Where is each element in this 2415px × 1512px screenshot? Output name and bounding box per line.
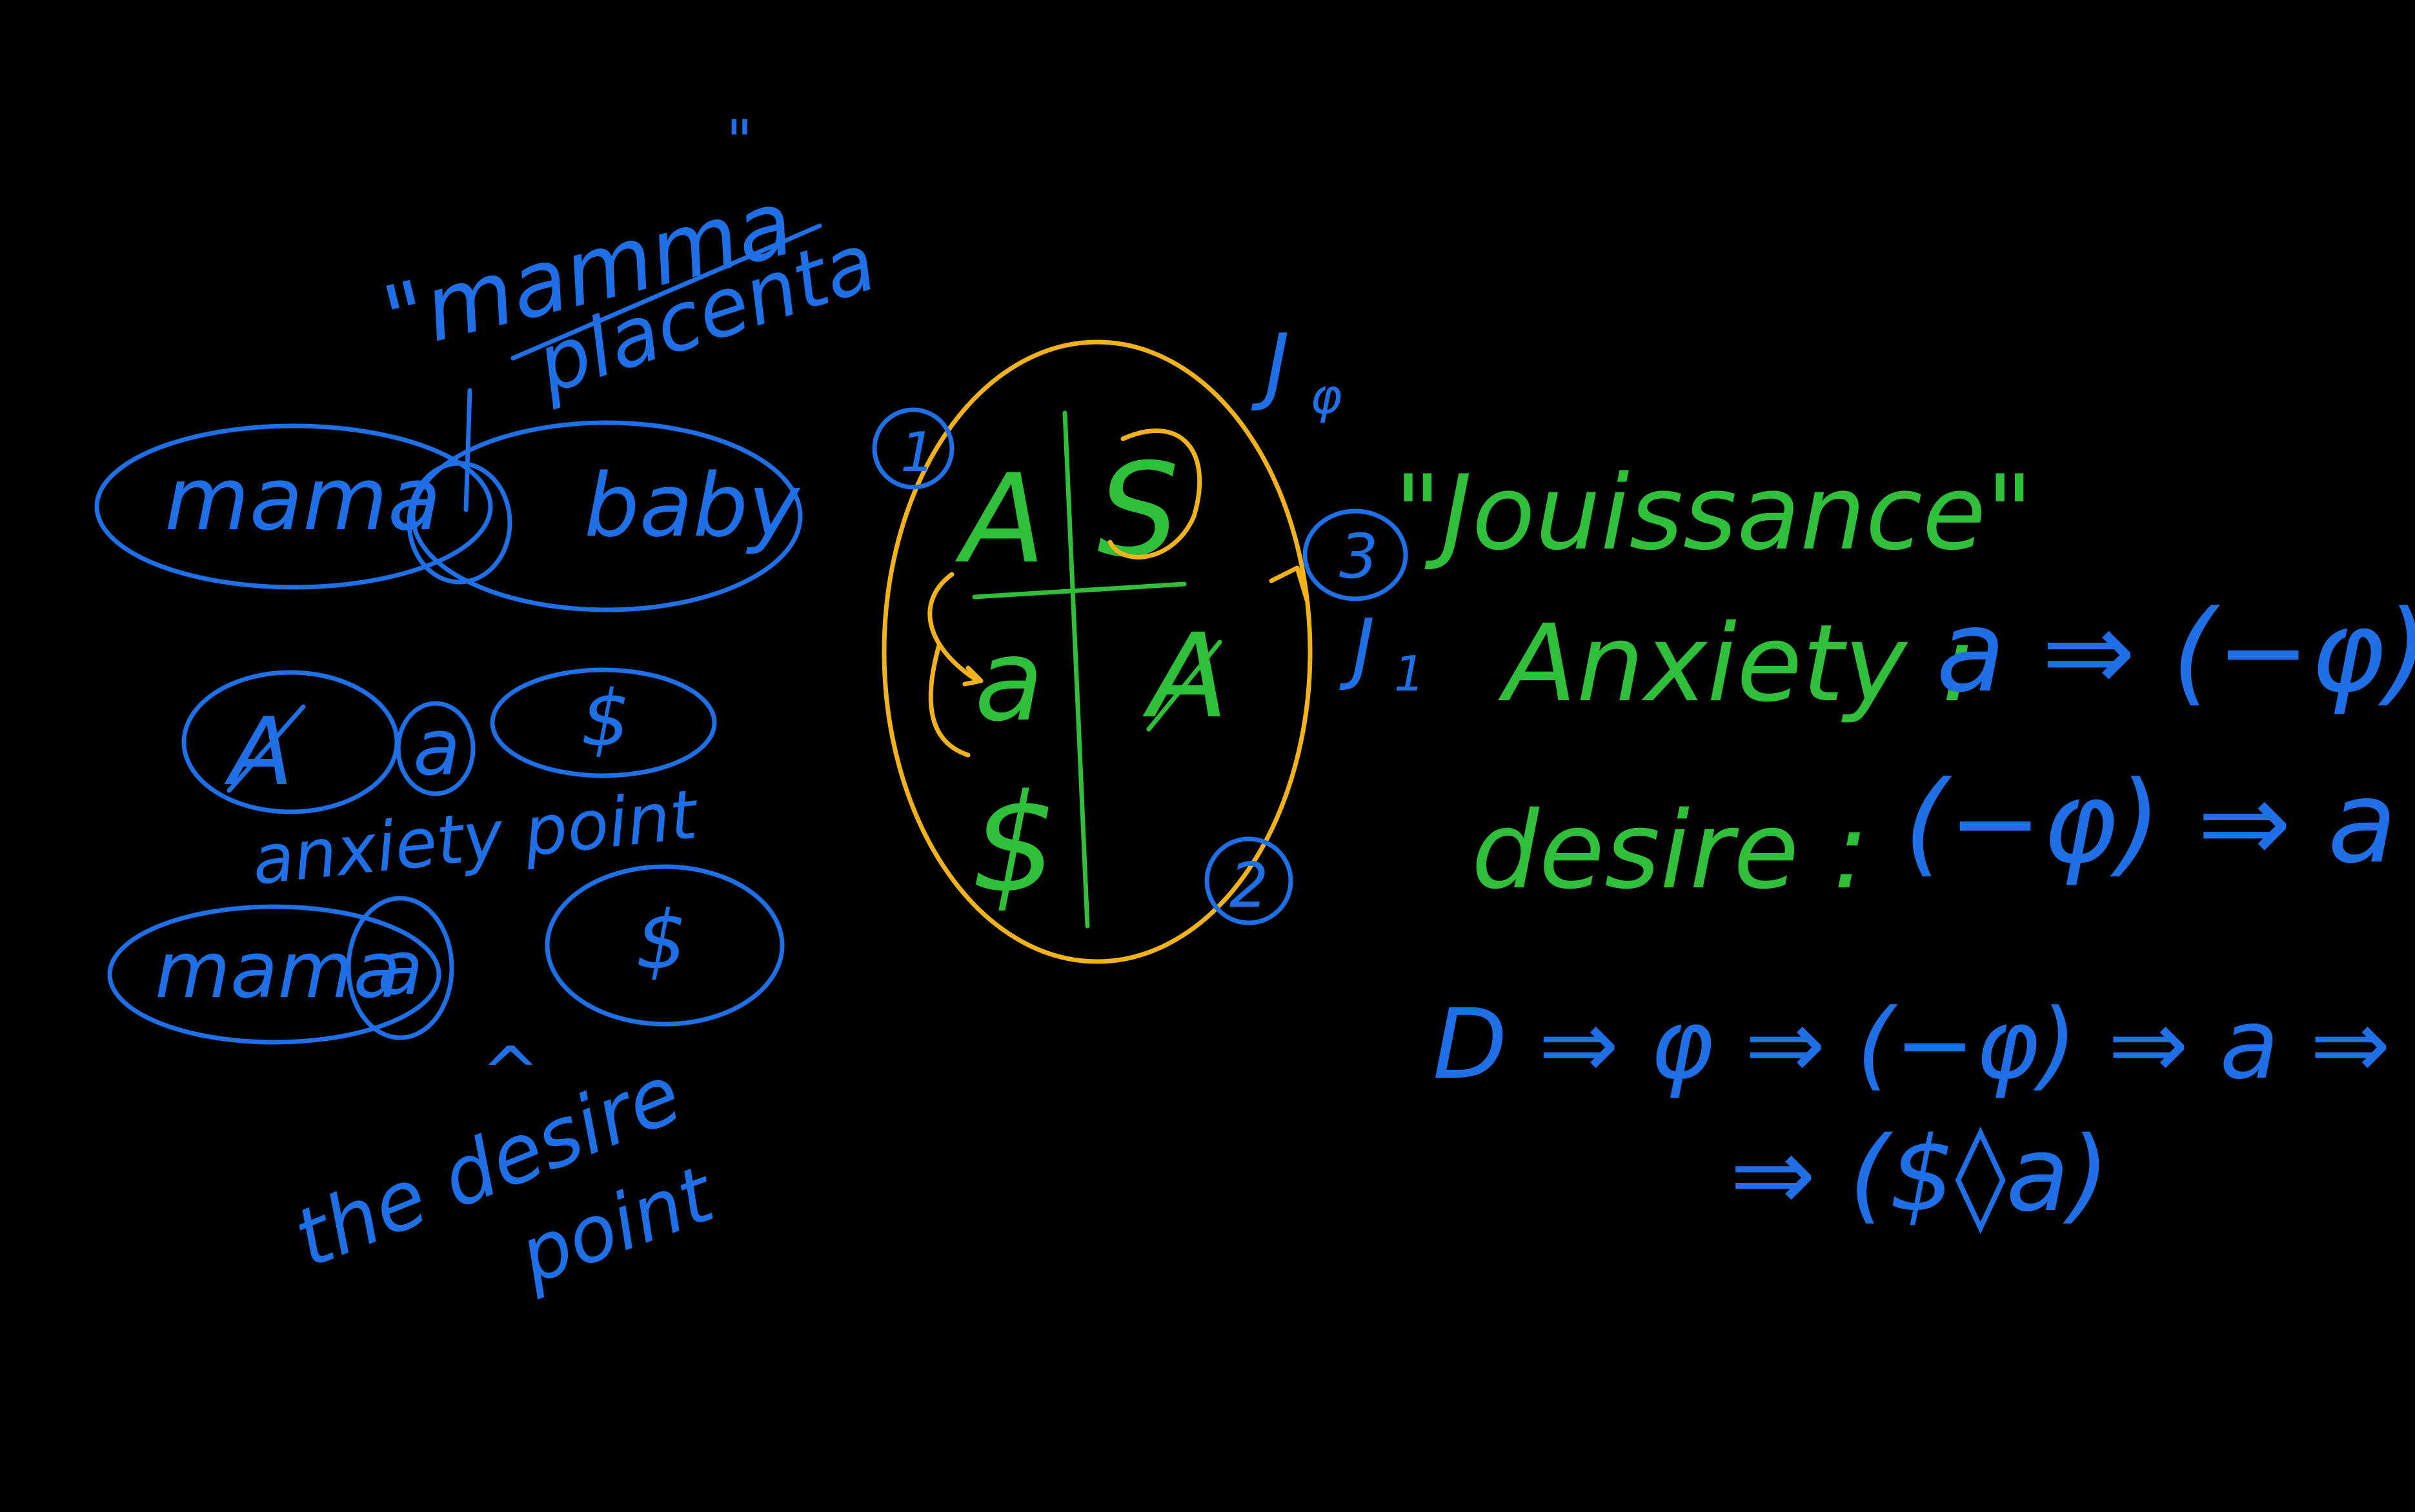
desire-formula-right: (−φ) ⇒ a: [1904, 758, 2397, 889]
barred-a-symbol: A: [224, 698, 293, 807]
overlap-circle: [407, 461, 512, 585]
caret-mark: ^: [481, 1031, 540, 1114]
J-phi-label: J: [1251, 316, 1289, 414]
vertical-axis: [1062, 410, 1090, 929]
barred-a-slash: [227, 704, 306, 793]
anxiety-point-label: anxiety point: [248, 775, 703, 900]
yellow-loop: [1107, 428, 1202, 559]
circled-a-bottom: [346, 896, 454, 1040]
mama-oval-bottom: [107, 904, 441, 1045]
J-phi-subscript: φ: [1310, 368, 1342, 425]
quadrant-A: A: [955, 448, 1046, 590]
top-quote-mark: ": [726, 108, 753, 176]
anxiety-formula-right: a ⇒ (−φ): [1936, 587, 2415, 718]
J-1-subscript: 1: [1394, 645, 1425, 702]
desire-formula-left: desire :: [1471, 789, 1868, 912]
barred-A-slash: [1146, 640, 1222, 732]
quadrant-a: a: [975, 616, 1044, 747]
baby-label: baby: [584, 455, 801, 556]
label-3: 3: [1339, 521, 1378, 592]
circled-a-ring: [396, 701, 476, 796]
label-1-circle: [872, 407, 955, 490]
barred-s-symbol-1: $: [581, 674, 630, 764]
horizontal-axis: [972, 581, 1187, 600]
label-2-circle: [1204, 836, 1293, 925]
jouissance-oval: [882, 339, 1313, 964]
yellow-bracket-arrow: [927, 572, 984, 758]
quadrant-S: S: [1097, 436, 1179, 586]
quadrant-S-barred: $: [971, 765, 1058, 923]
label-1: 1: [900, 421, 935, 485]
mama-label-bottom: mama: [155, 926, 401, 1016]
lower-a-letter: a: [378, 925, 423, 1012]
J-1-label: J: [1339, 603, 1375, 693]
drive-chain-line-2: ⇒ ($◊a): [1730, 1114, 2110, 1235]
barred-s-symbol-2: $: [636, 894, 687, 987]
anxiety-formula-left: Anxiety :: [1498, 601, 1977, 725]
barred-s-oval: [490, 667, 717, 778]
mama-oval: [94, 423, 493, 590]
drive-chain-line-1: D ⇒ φ ⇒ (−φ) ⇒ a ⇒ d($): [1433, 989, 2415, 1101]
mama-label-top: mama: [165, 449, 441, 550]
label-3-circle: [1302, 509, 1408, 601]
barred-s-oval-bottom: [545, 864, 785, 1027]
circled-a-letter: a: [413, 703, 461, 793]
left-diagram: " "mamma placenta mama baby A a $ anxiet…: [94, 108, 887, 1302]
right-formulas: "Jouissance" Anxiety : a ⇒ (−φ) desire :…: [1394, 452, 2415, 1235]
label-2: 2: [1229, 851, 1268, 922]
center-schema: A S a A $ 1 2 3 J φ J 1: [872, 316, 1425, 964]
baby-oval: [410, 420, 803, 612]
yellow-arrow-right: [1269, 565, 1309, 603]
strike-line: [510, 223, 822, 361]
jouissance-title: "Jouissance": [1394, 452, 2034, 573]
